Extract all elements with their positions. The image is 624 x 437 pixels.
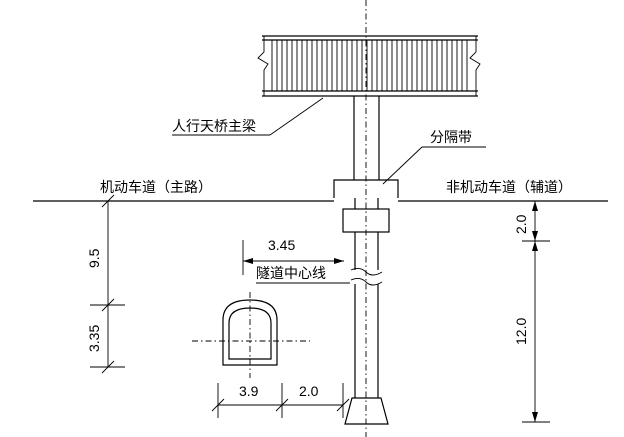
dim-clearance-label: 2.0 (299, 383, 319, 399)
aux-road-label: 非机动车道（辅道） (446, 179, 572, 196)
dim-right-vertical (522, 201, 550, 423)
bridge-deck (257, 35, 481, 97)
dim-offset (242, 240, 344, 275)
divider-label: 分隔带 (430, 130, 472, 146)
dim-bottom-horizontal (211, 383, 350, 418)
dim-offset-label: 3.45 (268, 237, 295, 253)
tunnel-centerline-label: 隧道中心线 (256, 266, 326, 282)
tunnel-section (192, 292, 310, 378)
dim-lower-depth-label: 3.35 (86, 325, 102, 352)
main-road-label: 机动车道（主路） (100, 179, 212, 196)
divider-leader (382, 146, 486, 185)
bridge-beam-leader (172, 97, 324, 136)
pier-column (333, 96, 399, 425)
dim-pier-depth-label: 12.0 (513, 318, 529, 345)
bridge-beam-label: 人行天桥主梁 (172, 119, 256, 135)
dim-top-layer-label: 2.0 (513, 214, 529, 234)
dim-tunnel-width-label: 3.9 (239, 383, 259, 399)
dim-upper-depth-label: 9.5 (86, 248, 102, 268)
dim-left-vertical (90, 194, 125, 374)
